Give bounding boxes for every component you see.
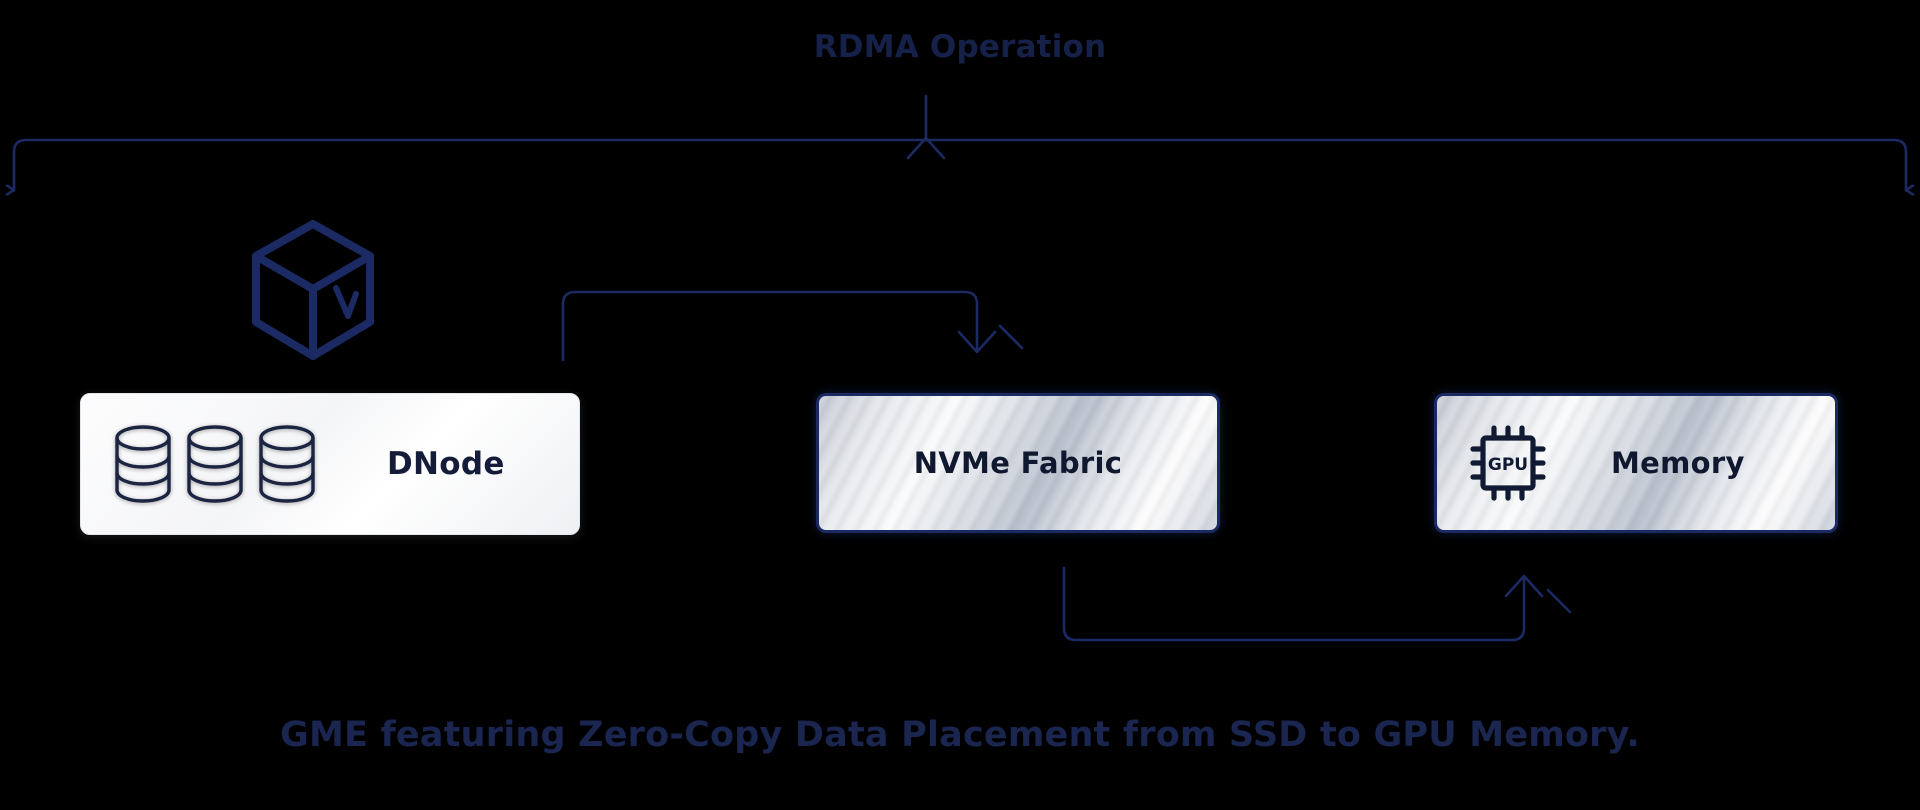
gpu-chip-icon: GPU: [1465, 420, 1551, 506]
database-cylinder-icon-1: [115, 425, 171, 503]
node-nvme-fabric[interactable]: NVMe Fabric: [816, 393, 1220, 533]
diagram-caption: GME featuring Zero-Copy Data Placement f…: [280, 715, 1640, 755]
dnode-to-nvme-connector: [561, 290, 1024, 362]
node-label-memory: Memory: [1611, 446, 1745, 480]
3d-cube-icon: [248, 216, 378, 364]
gpu-chip-label: GPU: [1488, 455, 1528, 475]
nvme-to-memory-connector: [1062, 566, 1572, 642]
database-stack-icon: [111, 422, 319, 506]
node-memory[interactable]: GPU Memory: [1434, 393, 1838, 533]
database-cylinder-icon-3: [259, 425, 315, 503]
node-dnode[interactable]: DNode: [80, 393, 580, 535]
rdma-bracket-connector: [14, 94, 1906, 190]
node-label-nvme-fabric: NVMe Fabric: [913, 446, 1123, 480]
diagram-title: RDMA Operation: [813, 29, 1107, 65]
database-cylinder-icon-2: [187, 425, 243, 503]
node-label-dnode: DNode: [387, 446, 505, 482]
